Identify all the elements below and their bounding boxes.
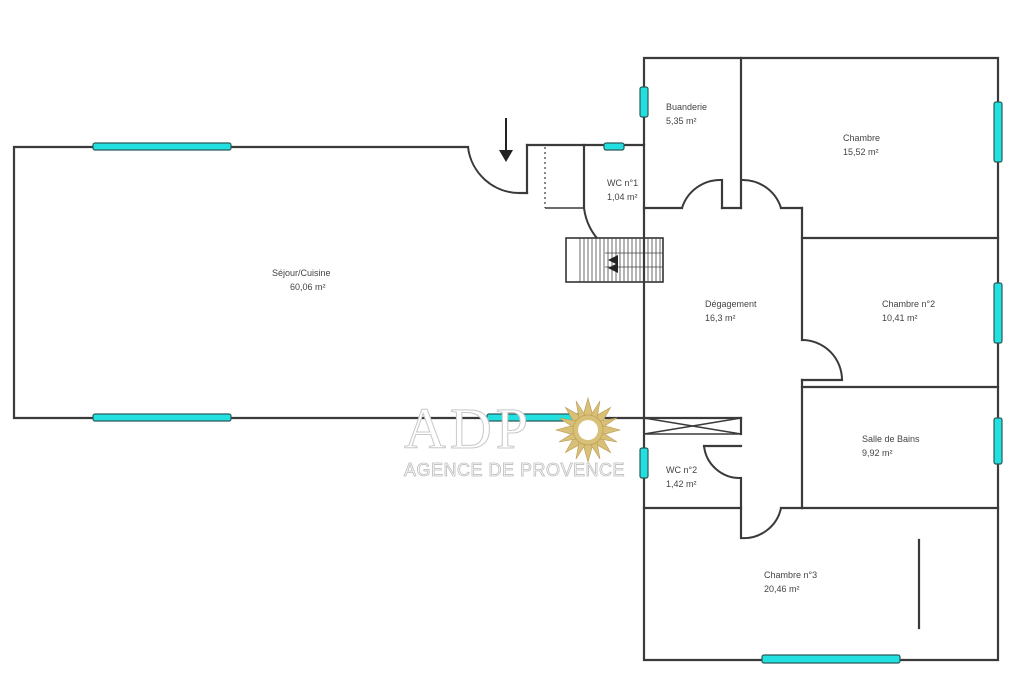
room-area: 10,41 m² bbox=[882, 313, 918, 323]
room-name: Salle de Bains bbox=[862, 434, 920, 444]
window bbox=[603, 142, 625, 151]
window bbox=[92, 413, 232, 422]
room-label-sejour: Séjour/Cuisine 60,06 m² bbox=[272, 266, 331, 294]
room-label-sdb: Salle de Bains 9,92 m² bbox=[862, 432, 920, 460]
windows bbox=[92, 86, 1003, 664]
room-name: Dégagement bbox=[705, 299, 757, 309]
room-area: 20,46 m² bbox=[764, 584, 800, 594]
room-name: Chambre n°3 bbox=[764, 570, 818, 580]
room-area: 9,92 m² bbox=[862, 448, 893, 458]
window bbox=[993, 282, 1003, 344]
room-label-buanderie: Buanderie 5,35 m² bbox=[666, 100, 707, 128]
room-name: Buanderie bbox=[666, 102, 708, 112]
room-area: 1,04 m² bbox=[607, 192, 638, 202]
room-label-wc2: WC n°2 1,42 m² bbox=[666, 463, 697, 491]
room-area: 15,52 m² bbox=[843, 147, 879, 157]
right-wing-walls bbox=[642, 56, 1000, 662]
arrow-down-icon bbox=[499, 118, 513, 162]
window bbox=[639, 86, 649, 118]
agency-watermark: ADP AGENCE DE PROVENCE bbox=[403, 396, 626, 488]
room-label-chambre3: Chambre n°3 20,46 m² bbox=[764, 568, 817, 596]
room-name: WC n°1 bbox=[607, 178, 639, 188]
window bbox=[761, 654, 901, 664]
room-area: 16,3 m² bbox=[705, 313, 736, 323]
window bbox=[993, 417, 1003, 465]
room-label-chambre2: Chambre n°2 10,41 m² bbox=[882, 297, 935, 325]
room-label-degagement: Dégagement 16,3 m² bbox=[705, 297, 757, 325]
room-area: 5,35 m² bbox=[666, 116, 697, 126]
room-name: WC n°2 bbox=[666, 465, 698, 475]
logo-letters: ADP bbox=[403, 396, 533, 461]
window bbox=[993, 101, 1003, 163]
room-label-wc1: WC n°1 1,04 m² bbox=[607, 176, 638, 204]
agency-name: AGENCE DE PROVENCE bbox=[404, 460, 626, 481]
window bbox=[639, 447, 649, 479]
window bbox=[92, 142, 232, 151]
room-name: Chambre n°2 bbox=[882, 299, 936, 309]
room-name: Chambre bbox=[843, 133, 881, 143]
sun-icon bbox=[554, 396, 622, 464]
staircase bbox=[565, 237, 664, 283]
room-label-chambre: Chambre 15,52 m² bbox=[843, 131, 880, 159]
room-area: 60,06 m² bbox=[290, 282, 326, 292]
room-area: 1,42 m² bbox=[666, 479, 697, 489]
room-name: Séjour/Cuisine bbox=[272, 268, 331, 278]
